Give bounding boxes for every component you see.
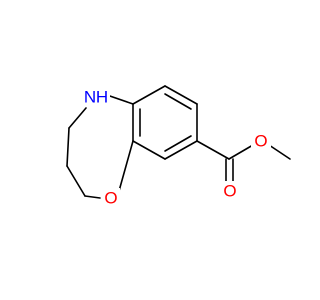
bond-c8-c9: [164, 140, 198, 160]
ring-oxygen-label: O: [104, 189, 117, 208]
bond-c3-c2: [66, 165, 86, 197]
ester-oxygen-label: O: [254, 132, 267, 151]
ring-oxygen-label-background: [101, 188, 120, 208]
atom-labels: N H O O O: [84, 86, 271, 208]
bond-c6-c7-inner: [164, 93, 192, 110]
bond-c4-c3: [66, 127, 70, 167]
bond-o-methyl: [268, 144, 291, 160]
molecule-structure: N H O O O: [66, 85, 291, 208]
bond-c8-c9-inner: [164, 135, 192, 152]
carbonyl-oxygen-label: O: [223, 182, 236, 201]
bond-c9-c9a: [132, 140, 166, 160]
bond-n-c4: [68, 107, 87, 129]
bond-c2-o: [84, 195, 101, 199]
ester-oxygen-label-background: [251, 131, 271, 151]
bond-o-c9a: [118, 140, 134, 192]
methyl-ester: [196, 140, 291, 184]
benzene-ring: [132, 85, 198, 160]
bond-c5a-c6: [132, 85, 166, 105]
bond-c8-carbonyl: [196, 140, 230, 160]
bond-carbonyl-o-ester: [228, 144, 254, 160]
nitrogen-hydrogen-label: H: [96, 88, 108, 107]
carbonyl-oxygen-label-background: [220, 181, 240, 201]
oxazepine-ring: [66, 93, 134, 199]
nh-label-background: [85, 86, 110, 107]
bond-c6-c7: [164, 85, 198, 105]
nitrogen-label: N: [84, 88, 96, 107]
